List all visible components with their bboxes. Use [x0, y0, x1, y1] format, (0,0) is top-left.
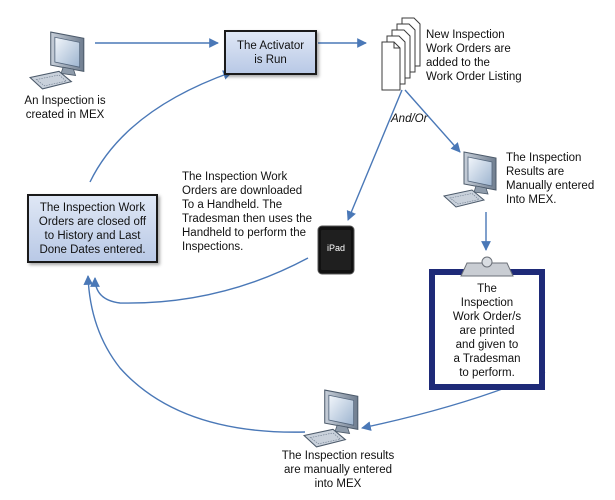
- computer-icon: [303, 389, 359, 448]
- arrow-orders-to-results-pc: [404, 89, 461, 153]
- arrow-closed-to-activator: [89, 70, 233, 183]
- closed-off-box: The Inspection Work Orders are closed of…: [27, 194, 158, 263]
- inspection-created-label: An Inspection is created in MEX: [24, 95, 106, 121]
- arrow-orders-to-ipad: [346, 89, 403, 221]
- documents-stack-icon: [381, 17, 421, 91]
- arrow-bottom-pc-to-closed: [83, 275, 306, 433]
- ipad-icon: [317, 225, 355, 275]
- clipboard-icon: [429, 256, 545, 390]
- activator-box: The Activator is Run: [224, 30, 317, 75]
- results-manual-label: The Inspection Results are Manually ente…: [506, 152, 595, 206]
- computer-icon: [29, 31, 85, 90]
- printed-label: The Inspection Work Order/s are printed …: [452, 283, 522, 379]
- results-entered-label: The Inspection results are manually ente…: [281, 450, 395, 490]
- downloaded-label: The Inspection Work Orders are downloade…: [182, 171, 312, 253]
- and-or-label: And/Or: [391, 113, 428, 125]
- computer-icon: [443, 151, 497, 208]
- ipad-label: iPad: [326, 243, 345, 253]
- new-work-orders-label: New Inspection Work Orders are added to …: [426, 29, 522, 83]
- arrow-ipad-to-closed: [90, 257, 309, 304]
